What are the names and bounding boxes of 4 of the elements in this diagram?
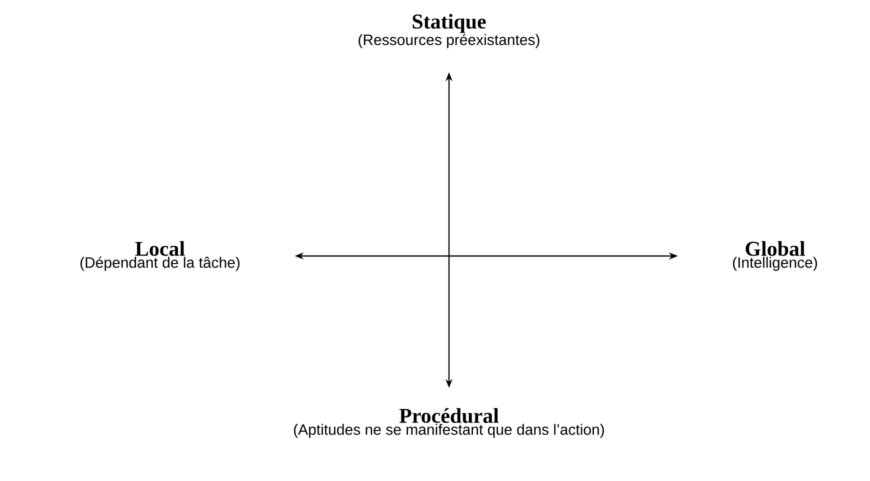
pole-label: Local (Dépendant de la tâche)	[80, 241, 240, 271]
pole-label: Procédural (Aptitudes ne se manifestant que dans l’action)	[294, 408, 604, 438]
pole-label: Statique (Ressources préexistantes)	[358, 14, 540, 48]
pole-label: Global (Intelligence)	[733, 241, 817, 271]
